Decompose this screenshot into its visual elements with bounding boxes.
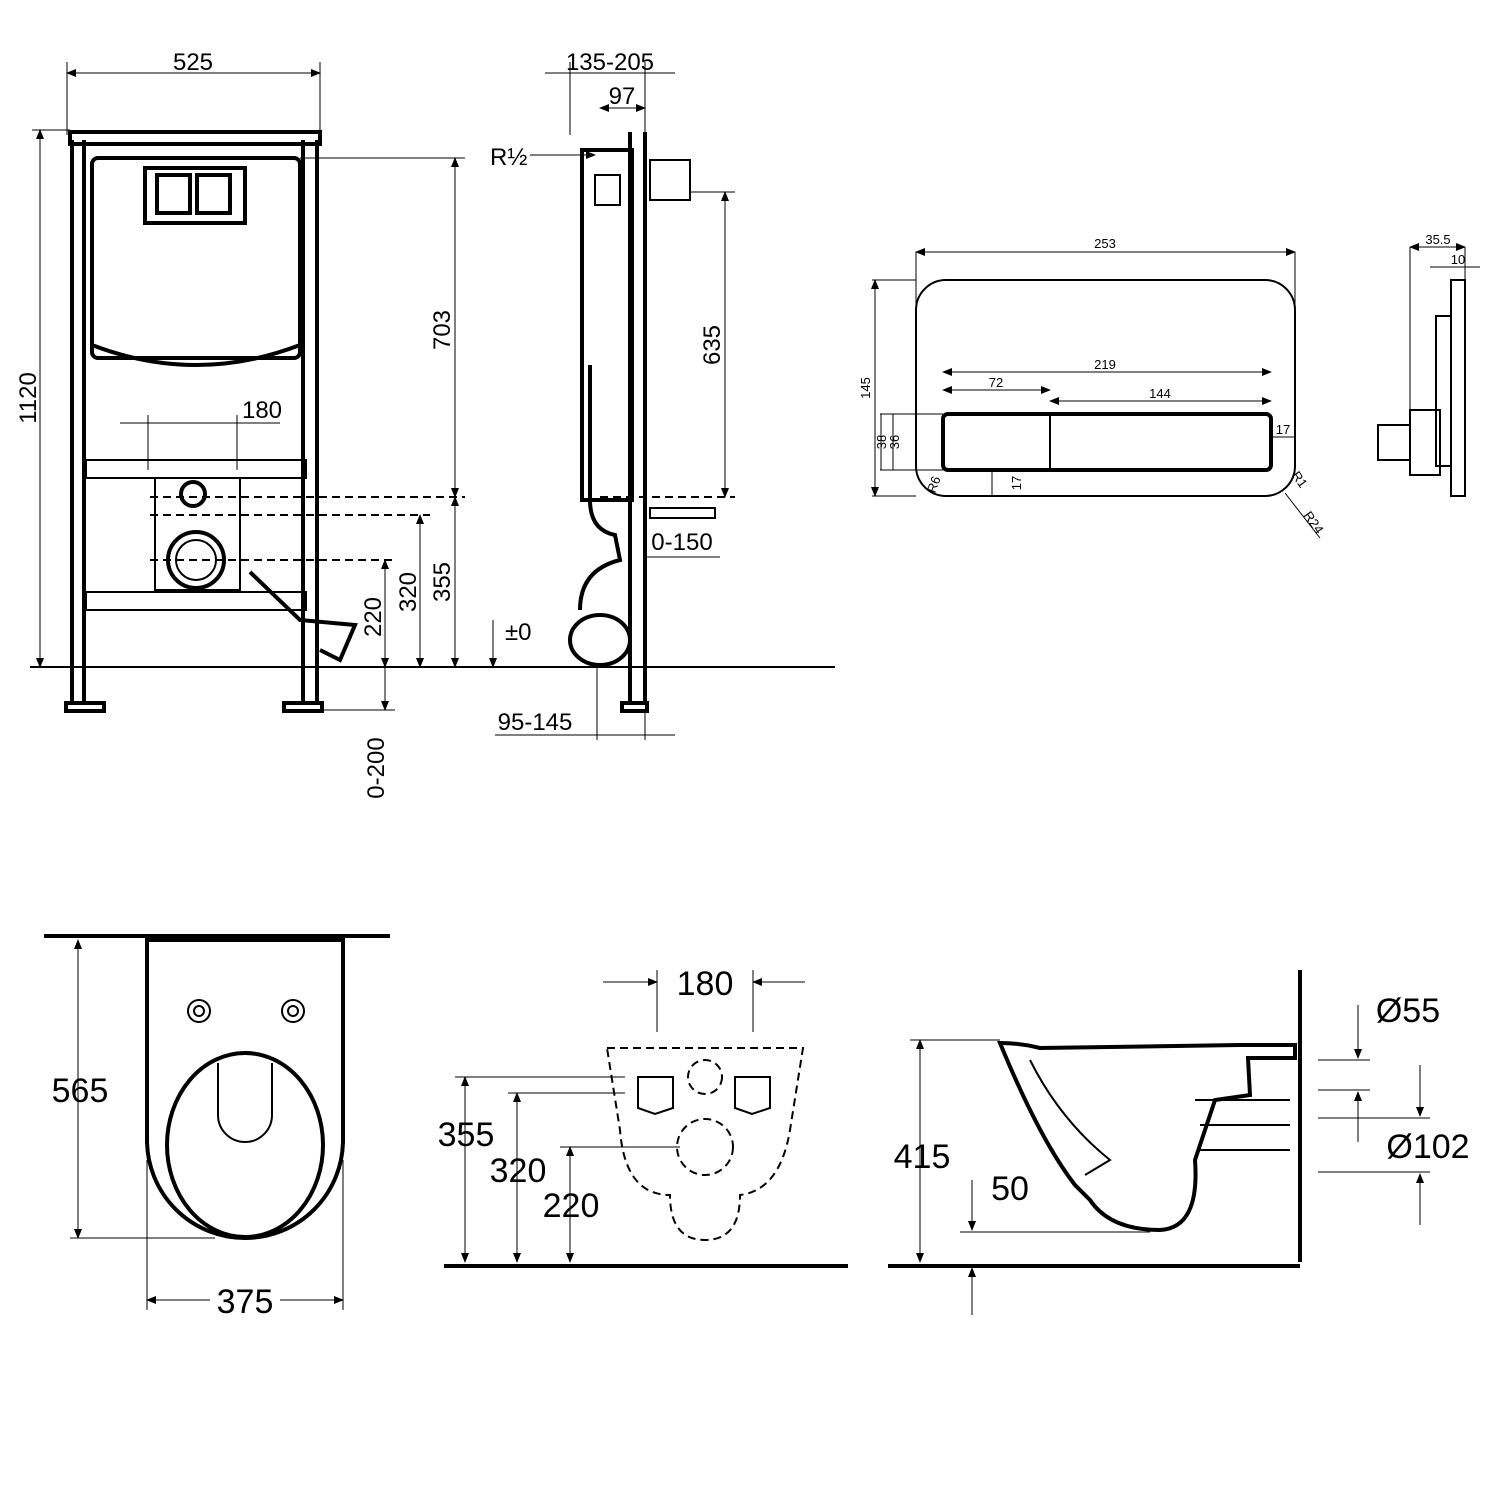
flush-plate-front-view: 253 145 219 72 144 17 38 36 17 R6 R1 R24 [858, 236, 1327, 539]
dim-50: 50 [991, 1170, 1029, 1208]
dim-depth: 135-205 [566, 49, 654, 76]
pan-side-view: 415 50 Ø55 Ø102 [888, 970, 1470, 1315]
dim-buttons-width: 219 [1094, 357, 1116, 372]
dim-cistern-height: 703 [429, 310, 456, 350]
dim-320: 320 [395, 572, 422, 612]
dim-pan-height: 415 [894, 1138, 951, 1176]
flush-buttons [941, 412, 1273, 472]
dim-r6: R6 [924, 474, 944, 495]
dim-floor-level: ±0 [505, 619, 532, 646]
pan-back-view: 180 355 320 220 [438, 965, 848, 1268]
dim-pan-320: 320 [490, 1152, 547, 1190]
flush-button-right [195, 173, 232, 215]
dim-38: 38 [874, 435, 889, 449]
dim-r1: R1 [1289, 468, 1311, 490]
dim-pan-length: 565 [52, 1072, 109, 1110]
dim-95-145: 95-145 [498, 709, 573, 736]
dim-pan-355: 355 [438, 1116, 495, 1154]
flush-plate [915, 279, 1296, 497]
dim-97: 97 [609, 83, 636, 110]
flush-plate-side-view: 35.5 10 [1377, 232, 1480, 497]
dim-0-150: 0-150 [651, 529, 712, 556]
dim-220: 220 [360, 597, 387, 637]
dim-plate-depth: 10 [1451, 252, 1465, 267]
dim-outlet-dia: Ø102 [1386, 1128, 1469, 1166]
dim-plate-height: 145 [858, 377, 873, 399]
flush-button-left [155, 173, 192, 215]
dim-inlet: R½ [490, 144, 527, 171]
dim-bottom-margin: 17 [1009, 476, 1024, 490]
pan-profile [997, 1040, 1297, 1233]
dim-36: 36 [887, 435, 902, 449]
pan-footprint [605, 1047, 805, 1242]
dim-pan-bolt-spacing: 180 [677, 965, 734, 1003]
dim-large-button: 144 [1149, 386, 1171, 401]
dim-side-margin: 17 [1276, 422, 1290, 437]
dim-635: 635 [699, 325, 726, 365]
dim-frame-width: 525 [173, 49, 213, 76]
pan-top-view: 565 375 [44, 934, 390, 1321]
frame-side-view: 135-205 97 R½ 635 0-150 ±0 95-145 [489, 49, 735, 740]
dim-plate-width: 253 [1094, 236, 1116, 251]
dim-total-depth: 35.5 [1425, 232, 1450, 247]
dim-pan-width: 375 [217, 1283, 274, 1321]
cistern [90, 156, 302, 360]
dim-small-button: 72 [989, 375, 1003, 390]
frame-front-view: 525 1120 703 355 320 220 180 0-200 [15, 49, 835, 799]
dim-r24: R24 [1301, 508, 1327, 536]
pan-bowl [165, 1051, 325, 1239]
dim-pan-220: 220 [543, 1187, 600, 1225]
dim-bolt-spacing: 180 [242, 397, 282, 424]
dim-inlet-dia: Ø55 [1376, 992, 1440, 1030]
dim-frame-height: 1120 [15, 372, 42, 424]
dim-355: 355 [429, 562, 456, 602]
dim-leg-adjust: 0-200 [363, 737, 390, 798]
